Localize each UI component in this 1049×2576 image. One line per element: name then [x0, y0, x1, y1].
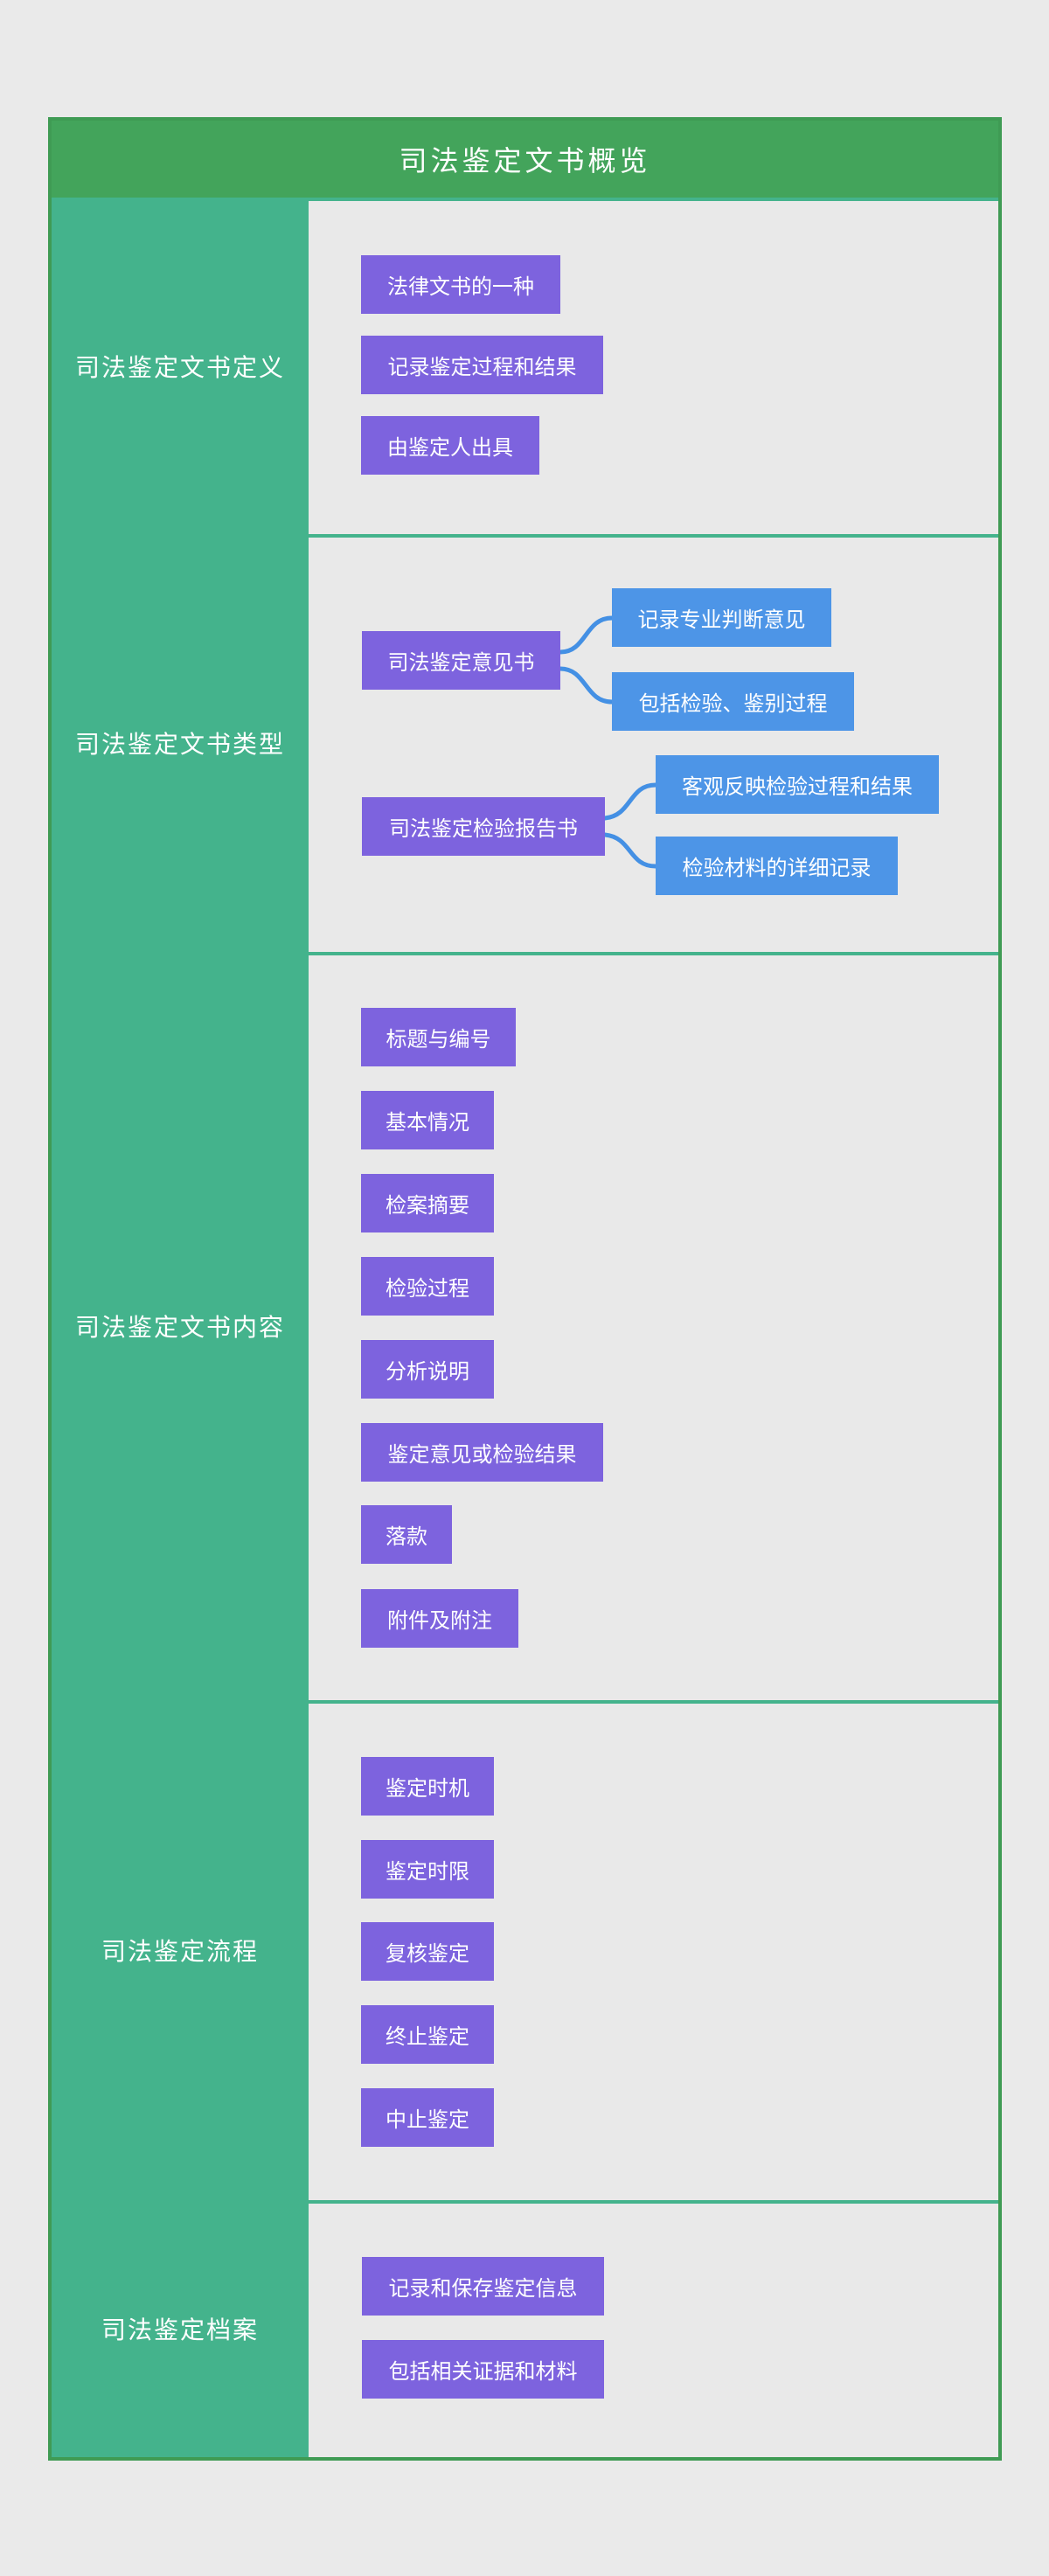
node-content-3: 检案摘要 — [361, 1174, 494, 1232]
subnode-opinion-2: 包括检验、鉴别过程 — [612, 672, 854, 731]
category-label-process: 司法鉴定流程 — [101, 1938, 259, 1965]
node-content-4: 检验过程 — [361, 1257, 494, 1316]
branch-connector-lines — [558, 615, 658, 869]
subnode-opinion-1: 记录专业判断意见 — [612, 588, 831, 647]
node-content-2: 基本情况 — [361, 1091, 494, 1149]
section-archive: 记录和保存鉴定信息 包括相关证据和材料 — [309, 2200, 998, 2456]
node-content-8: 附件及附注 — [361, 1589, 518, 1648]
node-definition-3: 由鉴定人出具 — [361, 416, 539, 475]
node-type-inspection-report: 司法鉴定检验报告书 — [362, 797, 605, 856]
node-process-1: 鉴定时机 — [361, 1757, 494, 1816]
category-label-archive: 司法鉴定档案 — [101, 2316, 259, 2343]
diagram-header: 司法鉴定文书概览 — [52, 121, 998, 198]
section-definition: 法律文书的一种 记录鉴定过程和结果 由鉴定人出具 — [309, 198, 998, 534]
category-label-content: 司法鉴定文书内容 — [74, 1314, 285, 1341]
subnode-report-1: 客观反映检验过程和结果 — [656, 755, 939, 814]
section-content: 标题与编号 基本情况 检案摘要 检验过程 分析说明 鉴定意见或检验结果 落款 附… — [309, 952, 998, 1700]
node-content-6: 鉴定意见或检验结果 — [361, 1423, 603, 1482]
diagram-title: 司法鉴定文书概览 — [399, 145, 651, 177]
section-types: 司法鉴定意见书 记录专业判断意见 包括检验、鉴别过程 司法鉴定检验报告书 客观反… — [309, 534, 998, 952]
node-type-opinion: 司法鉴定意见书 — [362, 631, 560, 690]
category-sidebar: 司法鉴定文书定义 司法鉴定文书类型 司法鉴定文书内容 司法鉴定流程 司法鉴定档案 — [52, 198, 309, 2457]
subnode-report-2: 检验材料的详细记录 — [656, 837, 898, 895]
node-process-2: 鉴定时限 — [361, 1840, 494, 1899]
node-content-1: 标题与编号 — [361, 1008, 516, 1066]
node-process-3: 复核鉴定 — [361, 1922, 494, 1981]
node-definition-1: 法律文书的一种 — [361, 255, 560, 314]
node-process-5: 中止鉴定 — [361, 2088, 494, 2147]
node-definition-2: 记录鉴定过程和结果 — [361, 336, 603, 394]
category-label-types: 司法鉴定文书类型 — [74, 731, 285, 758]
node-process-4: 终止鉴定 — [361, 2005, 494, 2064]
section-process: 鉴定时机 鉴定时限 复核鉴定 终止鉴定 中止鉴定 — [309, 1700, 998, 2200]
node-content-5: 分析说明 — [361, 1340, 494, 1399]
content-column: 法律文书的一种 记录鉴定过程和结果 由鉴定人出具 司法鉴定意见书 记录专业判断意… — [309, 198, 998, 2457]
diagram-body: 司法鉴定文书定义 司法鉴定文书类型 司法鉴定文书内容 司法鉴定流程 司法鉴定档案… — [52, 198, 998, 2457]
node-archive-2: 包括相关证据和材料 — [362, 2340, 604, 2399]
category-label-definition: 司法鉴定文书定义 — [74, 353, 285, 381]
node-archive-1: 记录和保存鉴定信息 — [362, 2257, 604, 2316]
mindmap-container: 司法鉴定文书概览 司法鉴定文书定义 司法鉴定文书类型 司法鉴定文书内容 司法鉴定… — [48, 117, 1002, 2461]
node-content-7: 落款 — [361, 1505, 452, 1564]
